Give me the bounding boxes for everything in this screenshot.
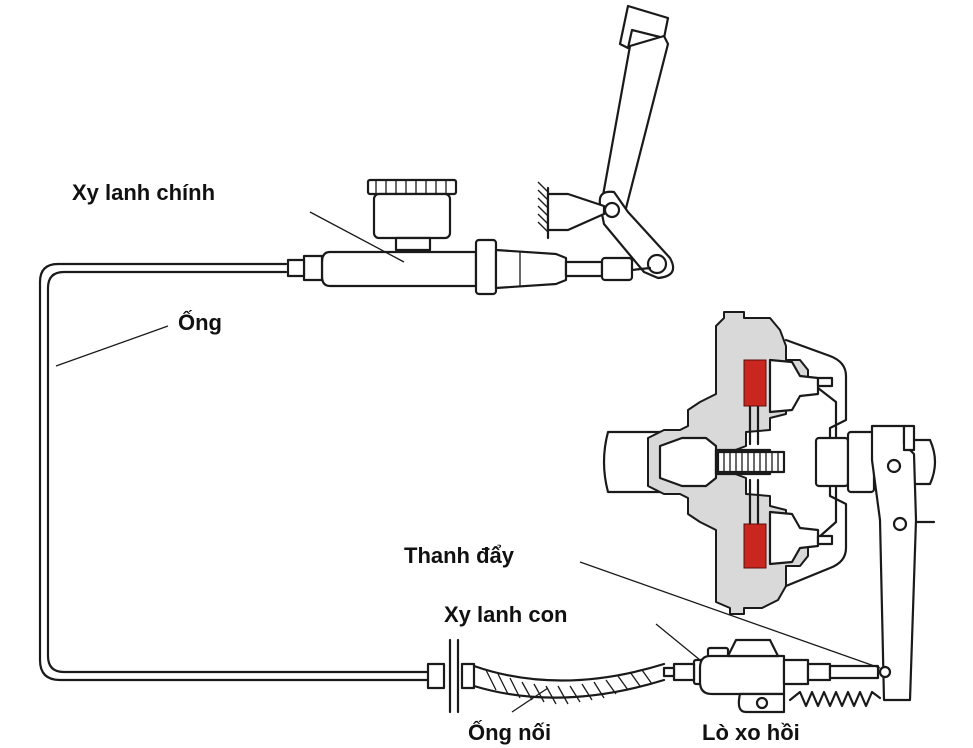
label-push-rod: Thanh đẩy [404, 543, 515, 568]
master-cylinder-icon [286, 178, 652, 296]
label-hose: Ống nối [468, 719, 551, 745]
friction-lining-top [743, 359, 767, 407]
label-slave-cylinder: Xy lanh con [444, 602, 567, 627]
label-master-cylinder: Xy lanh chính [72, 180, 215, 205]
release-fork-icon [870, 424, 936, 702]
friction-lining-bottom [743, 523, 767, 569]
leader-lines [55, 211, 881, 713]
label-return-spring: Lò xo hồi [702, 720, 800, 745]
label-pipe: Ống [178, 309, 222, 335]
slave-cylinder-icon [662, 638, 880, 714]
flexible-hose-icon [426, 638, 666, 714]
clutch-pedal-icon [537, 4, 675, 280]
return-spring-icon [788, 690, 882, 708]
reservoir-icon [366, 178, 458, 252]
hydraulic-pipe [38, 262, 432, 682]
pedal-mount-icon [537, 181, 606, 240]
